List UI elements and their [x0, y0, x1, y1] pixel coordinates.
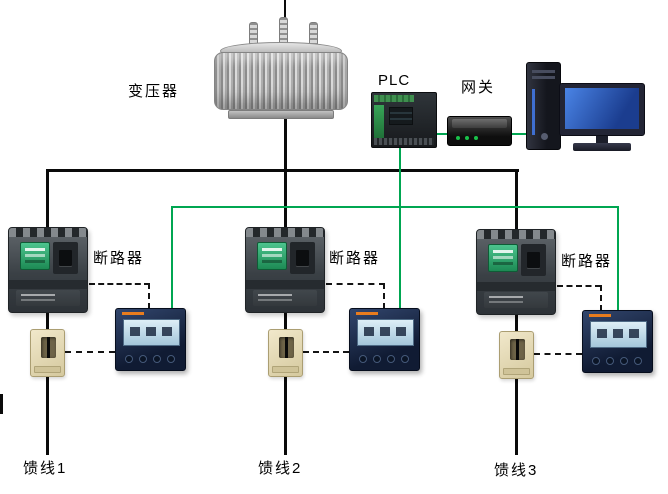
ct-window: [510, 339, 525, 360]
breaker-green-label: [257, 242, 287, 270]
plc-label: PLC: [378, 72, 411, 89]
breaker-toggle: [296, 250, 309, 266]
branch1-drop-line: [46, 169, 49, 228]
breaker-toggle-recess: [53, 242, 78, 274]
monitor-base: [573, 143, 631, 151]
ct-window: [279, 337, 294, 358]
meter-buttons: [359, 355, 416, 364]
transformer-label: 变压器: [128, 83, 180, 100]
meter-buttons: [125, 355, 182, 364]
plc-terminal-strip: [374, 138, 434, 145]
gateway-label: 网关: [461, 79, 496, 96]
breaker-toggle: [59, 250, 72, 266]
ct2-meter2-dashed-line: [303, 351, 349, 353]
breaker-terminal-strip: [246, 228, 324, 237]
breaker-green-label: [488, 244, 518, 272]
power-meter-1: [115, 308, 186, 371]
tower-accent-stripe: [532, 89, 535, 135]
meter-brand-mark: [589, 314, 611, 317]
breaker-label-2: 断路器: [329, 250, 381, 267]
meter3-comm-line: [617, 206, 619, 311]
ct-base: [272, 366, 299, 373]
current-transformer-2: [268, 329, 303, 377]
feeder3-line: [515, 314, 518, 455]
feeder1-line: [46, 312, 49, 455]
monitor-frame: [559, 83, 645, 136]
breaker2-meter2-dashed-line: [326, 283, 385, 285]
breaker1-meter1-dashed-line: [89, 283, 150, 285]
comm-bus-line: [171, 206, 619, 208]
plc-gateway-link-line: [436, 133, 448, 135]
monitor-screen: [565, 88, 639, 129]
breaker-name-plate: [484, 292, 548, 308]
plc-device: [371, 92, 437, 148]
left-edge-mark: [0, 394, 3, 414]
meter-brand-mark: [356, 312, 378, 315]
circuit-breaker-2: [245, 227, 325, 313]
current-transformer-1: [30, 329, 65, 377]
breaker3-meter3-dashed-line: [557, 285, 601, 287]
breaker-terminal-strip: [9, 228, 87, 237]
computer-monitor: [559, 83, 645, 153]
breaker-toggle: [527, 252, 540, 268]
transformer-illustration: [212, 17, 350, 124]
monitor-neck: [596, 136, 608, 144]
meter-lcd-display: [357, 319, 414, 346]
breaker-mid-band: [246, 280, 324, 289]
meter-brand-mark: [122, 312, 144, 315]
plc-terminal-strip: [374, 95, 414, 102]
circuit-breaker-1: [8, 227, 88, 313]
plc-green-panel: [374, 105, 384, 139]
tower-drive-bays: [532, 70, 555, 73]
feeder2-line: [284, 312, 287, 455]
ct1-meter1-dashed-line: [65, 351, 115, 353]
breaker1-meter1-dashed-drop: [148, 283, 150, 309]
current-transformer-3: [499, 331, 534, 379]
transformer-drop-line: [284, 118, 287, 228]
breaker-green-label: [20, 242, 50, 270]
breaker-name-plate: [253, 290, 317, 306]
breaker-terminal-strip: [477, 230, 555, 239]
ct-base: [503, 368, 530, 375]
breaker-toggle-recess: [521, 244, 546, 276]
power-meter-3: [582, 310, 653, 373]
gateway-pc-link-line: [511, 133, 527, 135]
feeder-label-3: 馈线3: [494, 462, 539, 479]
breaker-mid-band: [477, 282, 555, 291]
branch3-drop-line: [515, 169, 518, 230]
ct3-meter3-dashed-line: [534, 353, 582, 355]
main-bus-line: [46, 169, 519, 172]
power-meter-2: [349, 308, 420, 371]
meter-lcd-display: [123, 319, 180, 346]
gateway-top-face: [452, 119, 507, 128]
computer-tower: [526, 62, 561, 150]
breaker3-meter3-dashed-drop: [600, 285, 602, 311]
plc-led-block: [389, 107, 413, 125]
transformer-finned-body: [214, 52, 348, 110]
breaker-mid-band: [9, 280, 87, 289]
circuit-breaker-3: [476, 229, 556, 315]
tower-power-button-icon: [541, 133, 548, 140]
meter-buttons: [592, 357, 649, 366]
breaker-label-1: 断路器: [93, 250, 145, 267]
breaker2-meter2-dashed-drop: [383, 283, 385, 309]
meter1-comm-line: [171, 206, 173, 309]
incoming-supply-line: [284, 0, 286, 30]
meter-lcd-display: [590, 321, 647, 348]
transformer-base: [228, 110, 334, 119]
gateway-device: [447, 116, 512, 146]
breaker-toggle-recess: [290, 242, 315, 274]
ct-window: [41, 337, 56, 358]
breaker-label-3: 断路器: [561, 253, 613, 270]
ct-base: [34, 366, 61, 373]
breaker-name-plate: [16, 290, 80, 306]
feeder-label-2: 馈线2: [258, 460, 303, 477]
gateway-led-icons: [456, 136, 478, 140]
feeder-label-1: 馈线1: [23, 460, 68, 477]
plc-comm-riser-line: [399, 147, 401, 309]
